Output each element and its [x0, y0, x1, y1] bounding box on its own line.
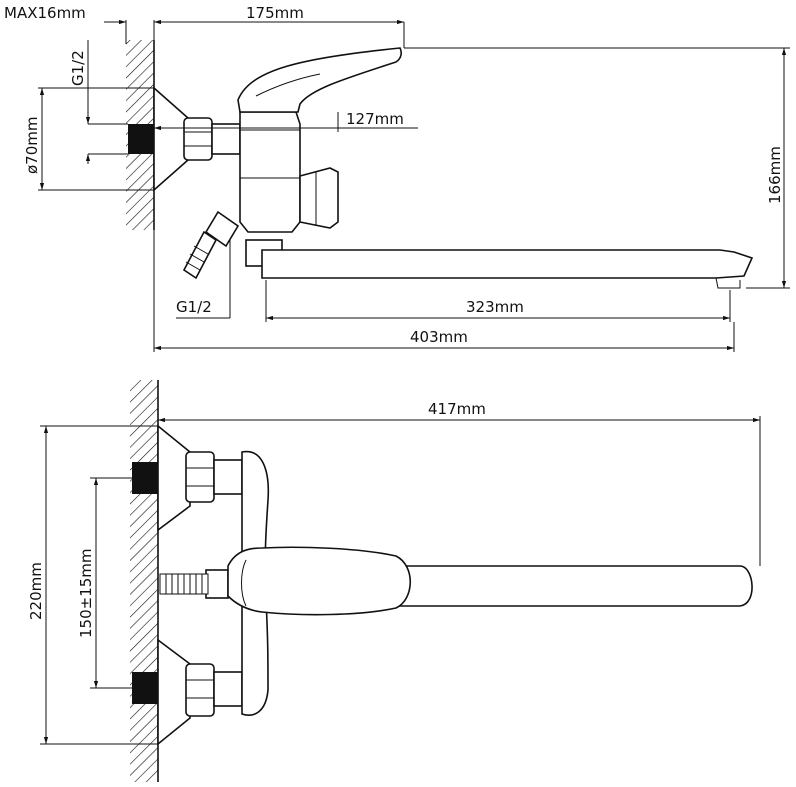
dim-spacing-label: 150±15mm: [77, 548, 95, 638]
escutcheon-upper: [157, 424, 191, 532]
dim-top-height-label: 220mm: [27, 562, 45, 620]
dim-width-top-label: 175mm: [246, 4, 304, 22]
wall-hatch-top: [130, 380, 159, 782]
lever-handle-top: [227, 546, 411, 616]
hose-connector-side: [182, 210, 240, 280]
dim-thread-bottom-label: G1/2: [176, 298, 212, 316]
faucet-body-side: [239, 111, 301, 233]
escutcheon-lower: [157, 638, 191, 746]
hose-connector-top: [159, 569, 229, 599]
nut-lower: [185, 663, 215, 717]
diverter-knob-side: [299, 167, 339, 229]
dim-max-wall-label: MAX16mm: [4, 4, 86, 22]
dim-diameter-label: ø70mm: [23, 117, 41, 175]
dim-spout-length-label: 323mm: [466, 298, 524, 316]
top-view: [130, 380, 753, 782]
top-dimensions: 417mm 220mm 150±15mm: [27, 380, 761, 745]
dim-thread-top-label: G1/2: [69, 50, 87, 86]
spout-top: [399, 565, 753, 607]
nut-upper: [185, 451, 215, 503]
dim-height-label: 166mm: [766, 146, 784, 204]
side-dimensions: MAX16mm 175mm G1/2 ø70mm 127mm 166mm G1/…: [4, 4, 790, 352]
lever-handle-side: [237, 47, 402, 113]
nut-side: [183, 117, 213, 161]
wall-insert-side: [128, 124, 154, 154]
wall-insert-upper: [132, 462, 158, 494]
dim-top-length-label: 417mm: [428, 400, 486, 418]
dim-depth-label: 127mm: [346, 110, 404, 128]
dim-total-length-label: 403mm: [410, 328, 468, 346]
side-view: [126, 40, 754, 289]
wall-insert-lower: [132, 672, 158, 704]
spout-side: [261, 249, 754, 279]
escutcheon-side: [153, 86, 189, 192]
